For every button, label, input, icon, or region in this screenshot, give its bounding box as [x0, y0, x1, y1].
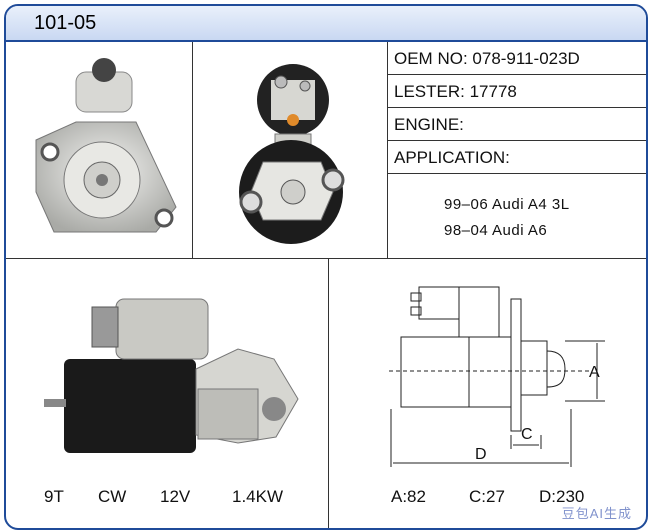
- dim-a-label: A: [589, 364, 600, 381]
- terminal-outline: [410, 306, 422, 316]
- nose-outline: [520, 340, 548, 396]
- info-table: OEM NO: 078-911-023D LESTER: 17778 ENGIN…: [388, 42, 646, 259]
- part-number-title: 101-05: [34, 12, 97, 34]
- engine-label: ENGINE:: [394, 115, 464, 134]
- solenoid-terminal-outline: [418, 286, 460, 320]
- dim-d-value: D:230: [539, 487, 585, 506]
- application-list: 99–06 Audi A4 3L 98–04 Audi A6: [388, 176, 646, 258]
- starter-side-view: 9T CW 12V 1.4KW: [6, 259, 329, 528]
- application-label: APPLICATION:: [394, 148, 510, 167]
- technical-drawing: A C D: [389, 286, 605, 467]
- starter-front-view: [6, 42, 193, 259]
- starter-side-image: [44, 298, 299, 453]
- dim-d-label: D: [475, 446, 487, 463]
- specs-row: 9T CW 12V 1.4KW: [6, 487, 328, 517]
- product-card: 101-05: [4, 4, 648, 530]
- pinion-outline: [546, 350, 566, 388]
- oem-label: OEM NO:: [394, 49, 468, 68]
- dimension-drawing: A C D A:82 C:27 D:230 豆包AI生成: [329, 259, 646, 528]
- voltage-value: 12V: [160, 487, 191, 506]
- solenoid-outline: [458, 286, 500, 338]
- motor-body-outline: [400, 336, 512, 408]
- engine-row: ENGINE:: [388, 108, 646, 141]
- dim-c-label: C: [521, 426, 533, 443]
- header-bar: 101-05: [6, 6, 646, 42]
- oem-row: OEM NO: 078-911-023D: [388, 42, 646, 75]
- lester-label: LESTER:: [394, 82, 465, 101]
- terminal-outline: [410, 292, 422, 302]
- power-value: 1.4KW: [232, 487, 284, 506]
- rotation-value: CW: [98, 487, 127, 506]
- oem-value: 078-911-023D: [472, 49, 580, 68]
- starter-front-image: [35, 58, 177, 233]
- application-row: APPLICATION:: [388, 141, 646, 174]
- lester-value: 17778: [469, 82, 517, 101]
- dimension-values: A:82 C:27 D:230: [329, 487, 646, 517]
- dim-c-value: C:27: [469, 487, 505, 506]
- application-item: 99–06 Audi A4 3L: [444, 196, 570, 213]
- teeth-value: 9T: [44, 487, 64, 506]
- watermark: 豆包AI生成: [561, 506, 632, 521]
- starter-rear-view: [193, 42, 388, 259]
- lester-row: LESTER: 17778: [388, 75, 646, 108]
- application-item: 98–04 Audi A6: [444, 222, 548, 239]
- dim-a-value: A:82: [391, 487, 426, 506]
- mounting-flange-outline: [510, 298, 522, 432]
- starter-rear-image: [239, 64, 345, 244]
